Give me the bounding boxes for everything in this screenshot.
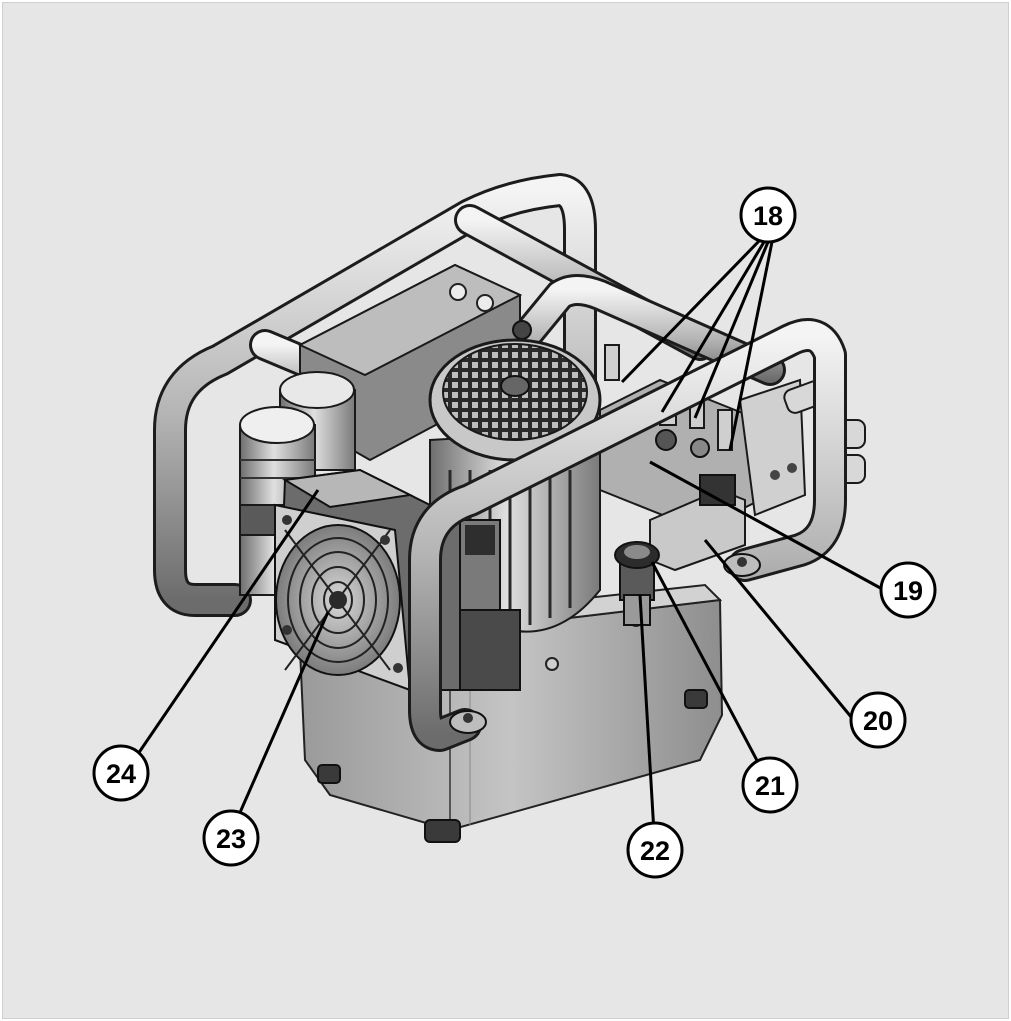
callout-19: 19: [879, 561, 937, 619]
callout-18: 18: [739, 186, 797, 244]
callout-circle: [741, 756, 799, 814]
callout-circle: [879, 561, 937, 619]
callout-circle: [739, 186, 797, 244]
callout-label: 19: [893, 576, 923, 606]
callout-20: 20: [849, 691, 907, 749]
callout-circle: [626, 821, 684, 879]
callout-21: 21: [741, 756, 799, 814]
callout-22: 22: [626, 821, 684, 879]
valve-assembly: [599, 344, 866, 572]
leader-lines: [123, 238, 885, 851]
filler-cap-and-sight-glass: [614, 541, 660, 626]
callout-label: 23: [216, 824, 246, 854]
pressure-switch: [454, 519, 521, 691]
callout-circle: [92, 744, 150, 802]
front-frame-tubes: [408, 318, 847, 752]
frame-mount-brackets: [449, 553, 761, 734]
callout-label: 20: [863, 706, 893, 736]
callout-23: 23: [202, 809, 260, 867]
callout-label: 24: [106, 759, 136, 789]
callout-circle: [849, 691, 907, 749]
callout-label: 21: [755, 771, 785, 801]
callout-circle: [202, 809, 260, 867]
callout-label: 18: [753, 201, 783, 231]
callout-label: 22: [640, 836, 670, 866]
callout-24: 24: [92, 744, 150, 802]
